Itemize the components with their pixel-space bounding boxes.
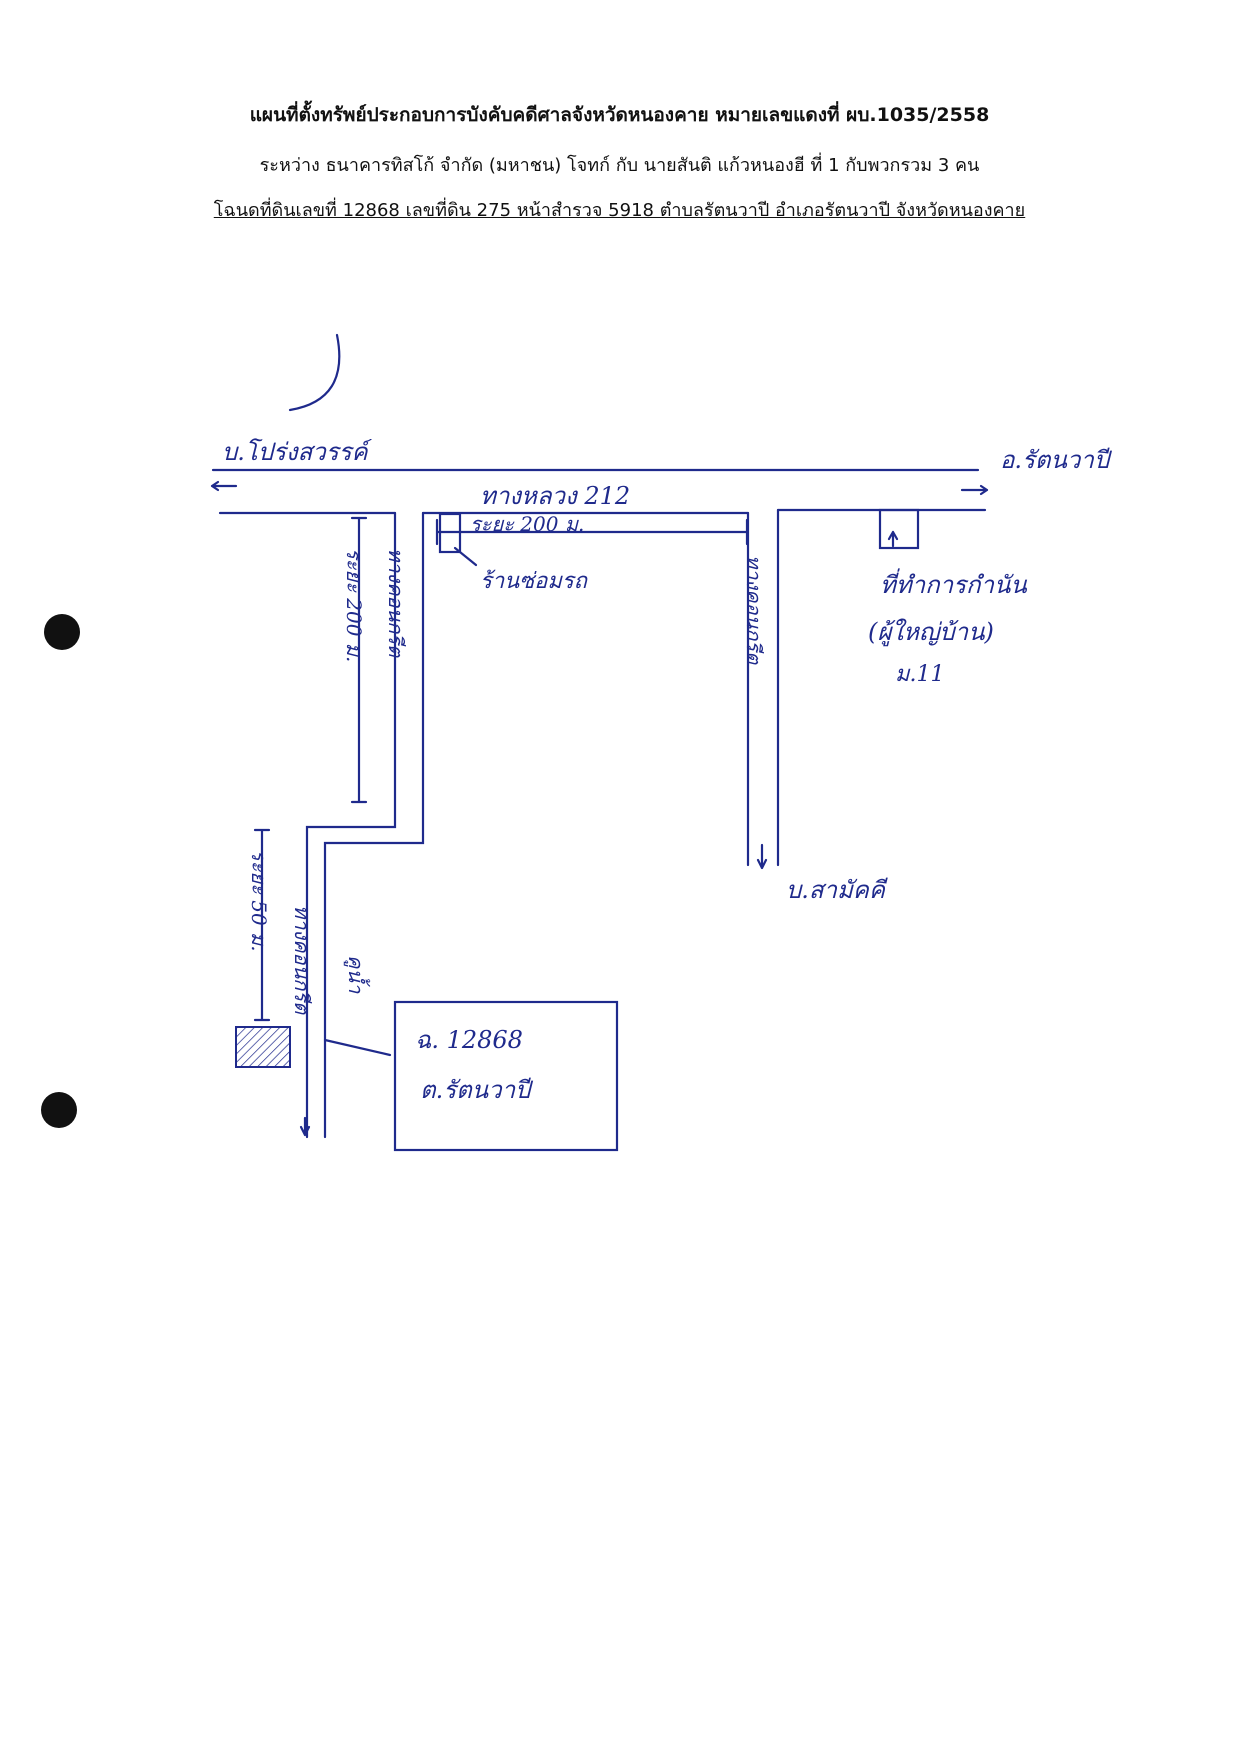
plot-pointer — [323, 1038, 392, 1057]
label-road-right: ทางคอนกรีต — [742, 555, 766, 665]
label-ditch: คูน้ำ — [344, 955, 368, 994]
punch-hole — [41, 1092, 77, 1128]
hatched-strip — [235, 1026, 291, 1068]
south-arrow-left — [299, 1116, 311, 1137]
left-road-east-edge — [323, 511, 425, 1139]
west-arrow — [210, 480, 238, 492]
distance-marker-1 — [350, 516, 368, 804]
repair-shop-marker — [438, 512, 462, 554]
label-road-side-1: ทางคอนกรีต — [384, 548, 408, 658]
curve-line — [288, 333, 341, 412]
property-plot — [393, 1000, 619, 1152]
label-plot-tambon: ต.รัตนวาปี — [420, 1076, 531, 1104]
label-office-moo: ม.11 — [895, 662, 945, 687]
south-arrow-right — [756, 843, 768, 870]
district-office-arrow — [887, 530, 899, 548]
label-west-village: บ.โปร่งสวรรค์ — [222, 438, 368, 466]
label-east-district: อ.รัตนวาปี — [1000, 446, 1110, 474]
label-distance-top: ระยะ 200 ม. — [470, 512, 585, 536]
label-district-office: ที่ทำการกำนัน — [880, 571, 1027, 599]
repair-shop-pointer — [453, 546, 478, 567]
label-plot-deed: ฉ. 12868 — [415, 1026, 523, 1054]
left-road-west-edge — [305, 511, 397, 1139]
label-repair-shop: ร้านซ่อมรถ — [480, 569, 587, 594]
label-south-village: บ.สามัคคี — [786, 876, 885, 904]
page-title: แผนที่ตั้งทรัพย์ประกอบการบังคับคดีศาลจัง… — [249, 104, 990, 126]
label-office-village: (ผู้ใหญ่บ้าน) — [868, 618, 994, 646]
label-distance-left-1: ระยะ 200 ม. — [342, 548, 366, 663]
deed-info: โฉนดที่ดินเลขที่ 12868 เลขที่ดิน 275 หน้… — [213, 200, 1026, 221]
label-main-road: ทางหลวง 212 — [480, 482, 631, 510]
east-arrow — [960, 484, 989, 496]
district-office-marker — [878, 508, 920, 550]
distance-marker-2 — [253, 828, 271, 1022]
label-road-side-2: ทางคอนกรีต — [290, 905, 314, 1015]
case-parties: ระหว่าง ธนาคารทิสโก้ จำกัด (มหาชน) โจทก์… — [259, 155, 980, 176]
label-distance-left-2: ระยะ 50 ม. — [247, 850, 271, 952]
punch-hole — [44, 614, 80, 650]
